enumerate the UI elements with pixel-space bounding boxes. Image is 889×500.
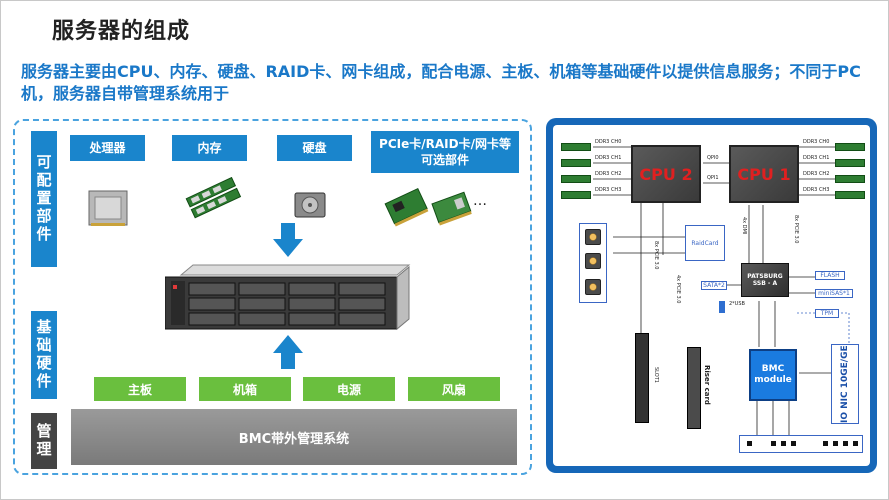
memory-module-image [185,177,242,219]
dimm-left-ch3 [561,191,591,199]
disk-1 [585,253,601,269]
dimm-right-ch3 [835,191,865,199]
rear-port-0 [747,441,752,446]
component-cpu: 处理器 [70,135,145,161]
label-slot1: SLOT1 [653,367,659,383]
rear-io-panel [739,435,863,453]
page-subtitle: 服务器主要由CPU、内存、硬盘、RAID卡、网卡组成，配合电源、主板、机箱等基础… [21,62,861,103]
architecture-diagram-panel: DDR3 CH0 DDR3 CH1 DDR3 CH2 DDR3 CH3 DDR3… [546,118,877,473]
riser-card-slot [687,347,701,429]
label-pcie-cpu2: 8x PCIE 3.0 [653,241,659,270]
page-title: 服务器的组成 [52,19,191,44]
arrow-up-icon [273,335,303,369]
dimm-left-ch2 [561,175,591,183]
cpu1-block: CPU 1 [729,145,799,203]
hard-disk-image [294,192,326,218]
label-dmi: 4x DMI [741,217,747,235]
cpu2-block: CPU 2 [631,145,701,203]
label-right-ch3: DDR3 CH3 [803,187,830,193]
raid-card-image [384,187,429,227]
component-pcie-cards: PCIe卡/RAID卡/网卡等可选部件 [371,131,519,173]
label-right-ch2: DDR3 CH2 [803,171,830,177]
arrow-down-icon [273,223,303,257]
more-components-ellipsis: … [473,193,487,209]
bmc-management-system: BMC带外管理系统 [71,409,517,465]
sata-block: SATA*2 [701,281,727,290]
tag-configurable-parts: 可配置部件 [31,131,57,267]
io-nic-block: IO NIC 10GE/GE [831,344,859,424]
diagram-wires [593,146,850,435]
dimm-right-ch0 [835,143,865,151]
tag-management: 管理 [31,413,57,469]
disk-0 [585,229,601,245]
label-pcie-riser: 4x PCIE 3.0 [675,275,681,304]
component-memory: 内存 [172,135,247,161]
server-chassis-image [165,264,411,331]
basic-chassis: 机箱 [199,377,291,401]
dimm-left-ch0 [561,143,591,151]
basic-power-supply: 电源 [303,377,395,401]
label-left-ch1: DDR3 CH1 [595,155,622,161]
label-riser-card: Riser card [703,365,711,405]
component-disk: 硬盘 [277,135,352,161]
dimm-right-ch2 [835,175,865,183]
tpm-block: TPM [815,309,839,318]
label-right-ch1: DDR3 CH1 [803,155,830,161]
label-left-ch2: DDR3 CH2 [595,171,622,177]
label-left-ch0: DDR3 CH0 [595,139,622,145]
label-pcie-cpu1: 8x PCIE 3.0 [793,215,799,244]
flash-block: FLASH [815,271,845,280]
rear-port-1 [771,441,776,446]
bmc-module: BMC module [749,349,797,401]
rear-port-6 [843,441,848,446]
architecture-diagram: DDR3 CH0 DDR3 CH1 DDR3 CH2 DDR3 CH3 DDR3… [553,125,870,466]
rear-port-4 [823,441,828,446]
rear-port-3 [791,441,796,446]
dimm-right-ch1 [835,159,865,167]
basic-fan: 风扇 [408,377,500,401]
label-right-ch0: DDR3 CH0 [803,139,830,145]
rear-port-5 [833,441,838,446]
pch-chip: PATSBURG SSB - A [741,263,789,297]
pcie-slot1 [635,333,649,423]
network-card-image [431,191,472,226]
raidcard-block: RaidCard [685,225,725,261]
minisas-block: miniSAS*1 [815,289,853,298]
tag-basic-hardware: 基础硬件 [31,311,57,399]
label-qpi0: QPI0 [707,155,719,161]
rear-port-2 [781,441,786,446]
left-panel: 可配置部件 基础硬件 管理 处理器 内存 硬盘 PCIe卡/RAID卡/网卡等可… [13,119,532,475]
rear-port-7 [853,441,858,446]
label-qpi1: QPI1 [707,175,719,181]
label-usb: 2*USB [729,301,745,307]
basic-motherboard: 主板 [94,377,186,401]
label-left-ch3: DDR3 CH3 [595,187,622,193]
cpu-chip-image [88,190,128,226]
disk-2 [585,279,601,295]
usb-port-icon [719,301,725,313]
dimm-left-ch1 [561,159,591,167]
